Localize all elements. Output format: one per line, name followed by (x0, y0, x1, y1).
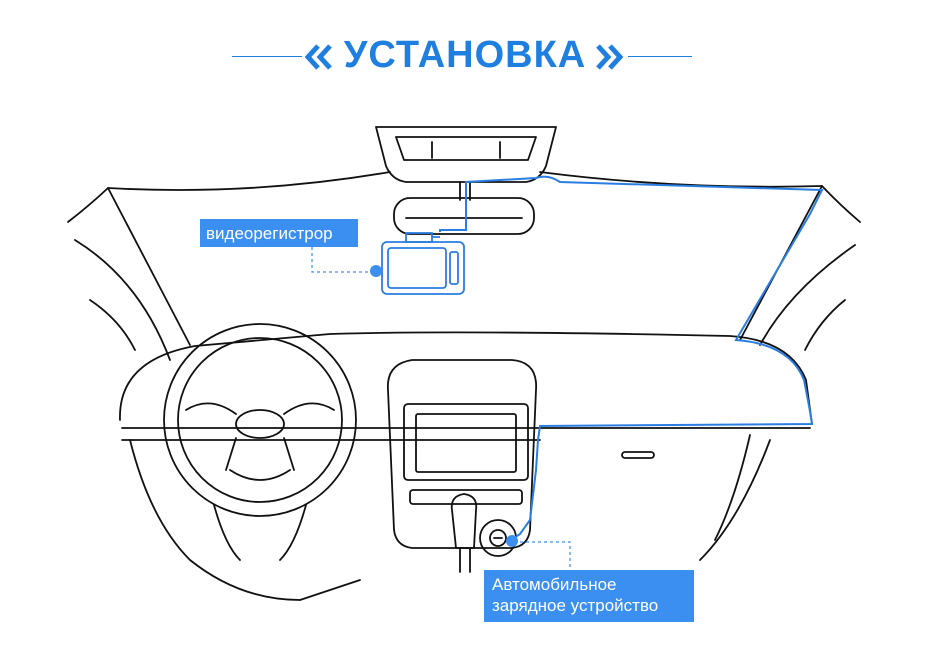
double-chevron-left-icon (304, 44, 332, 70)
dashcam-callout-line (311, 247, 374, 273)
page-title: УСТАНОВКА (343, 34, 587, 76)
double-chevron-right-icon (596, 44, 624, 70)
a-pillar-right-3 (804, 299, 846, 351)
title-bar: УСТАНОВКА (0, 28, 930, 84)
charger-callout-line (508, 541, 571, 570)
rear-view-mirror (393, 197, 535, 235)
dashcam-label-text: видеорегистрор (206, 224, 333, 243)
dashcam-callout-dot (370, 265, 382, 277)
steering-wheel-outer (163, 323, 357, 517)
dashcam-label: видеорегистрор (200, 219, 358, 247)
windshield-top-left (107, 171, 391, 191)
a-pillar-left-inner (107, 187, 191, 346)
charger-callout-dot (506, 535, 518, 547)
center-console (387, 359, 537, 549)
windshield-top-right (539, 171, 823, 188)
charger-label-line1: Автомобильное (492, 575, 617, 594)
title-line-left (232, 56, 302, 57)
title-line-right (628, 56, 692, 57)
dashcam-device (381, 232, 465, 295)
a-pillar-left-outer (67, 187, 109, 223)
charger-label: Автомобильное зарядное устройство (484, 570, 694, 622)
infotainment-screen (403, 403, 529, 481)
steering-hub (235, 409, 285, 439)
charger-label-line2: зарядное устройство (492, 596, 659, 615)
dashboard-top (119, 331, 813, 425)
steering-wheel-inner (177, 337, 343, 503)
a-pillar-right-outer (821, 185, 861, 223)
a-pillar-left-2 (74, 239, 171, 361)
a-pillar-left-3 (89, 299, 136, 351)
gear-shifter (450, 493, 478, 549)
power-cable (439, 175, 824, 543)
a-pillar-right-2 (759, 244, 856, 346)
glovebox-handle (621, 451, 655, 459)
mirror-mount (375, 126, 557, 183)
console-slot (409, 489, 523, 505)
